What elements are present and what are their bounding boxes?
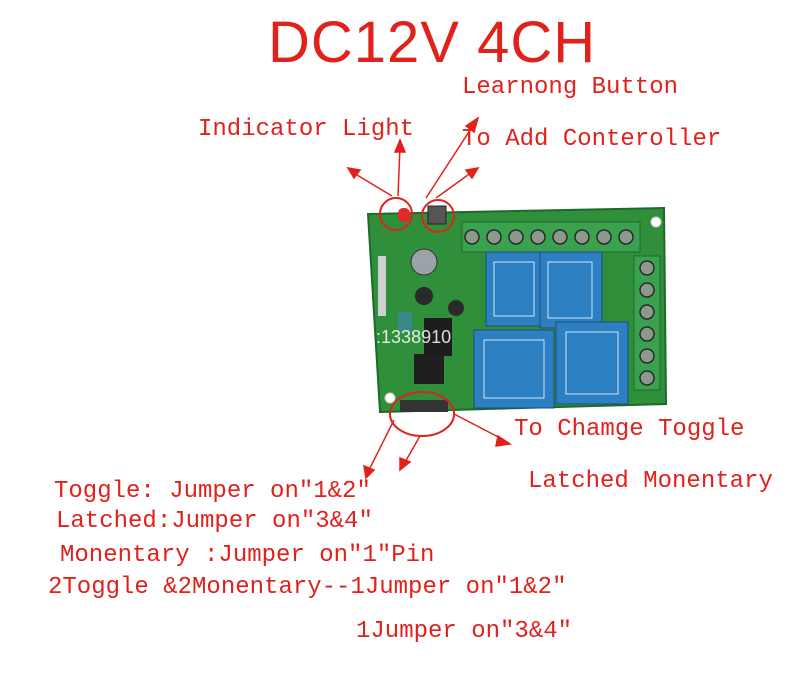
annotation-arrows bbox=[346, 116, 513, 480]
capacitor bbox=[448, 300, 464, 316]
page-title: DC12V 4CH bbox=[268, 10, 597, 75]
instruction-line: 1Jumper on"3&4" bbox=[356, 618, 573, 645]
instruction-line: Latched:Jumper on"3&4" bbox=[56, 508, 373, 535]
button-circle bbox=[421, 199, 455, 233]
latched-momentary-label: Latched Monentary bbox=[528, 468, 773, 495]
relay bbox=[485, 251, 545, 327]
indicator-light-label: Indicator Light bbox=[198, 116, 415, 143]
instruction-line: Monentary :Jumper on"1"Pin bbox=[60, 542, 435, 569]
learning-button-part bbox=[427, 205, 447, 225]
header-pins bbox=[378, 256, 386, 316]
terminal-block-top bbox=[461, 221, 641, 253]
change-toggle-label: To Chamge Toggle bbox=[514, 416, 745, 443]
indicator-circle bbox=[379, 197, 413, 231]
capacitor bbox=[410, 248, 438, 276]
jumper-header bbox=[400, 400, 448, 412]
mount-hole bbox=[384, 392, 396, 404]
inductor bbox=[398, 312, 412, 332]
indicator-led bbox=[398, 208, 410, 222]
terminal-block-right bbox=[633, 255, 661, 391]
instruction-line: 2Toggle &2Monentary--1Jumper on"1&2" bbox=[48, 574, 567, 601]
add-controller-label: To Add Conteroller bbox=[462, 126, 722, 153]
learning-button-label: Learnong Button bbox=[462, 74, 679, 101]
relay bbox=[555, 321, 629, 405]
heatsink-component bbox=[424, 318, 452, 356]
ic-chip bbox=[414, 354, 444, 384]
store-watermark: Store No.:1338910 bbox=[300, 327, 452, 347]
instruction-line: Toggle: Jumper on"1&2" bbox=[54, 478, 371, 505]
mount-hole bbox=[650, 216, 662, 228]
relay bbox=[539, 251, 603, 329]
capacitor bbox=[415, 287, 433, 305]
relay bbox=[473, 329, 555, 409]
